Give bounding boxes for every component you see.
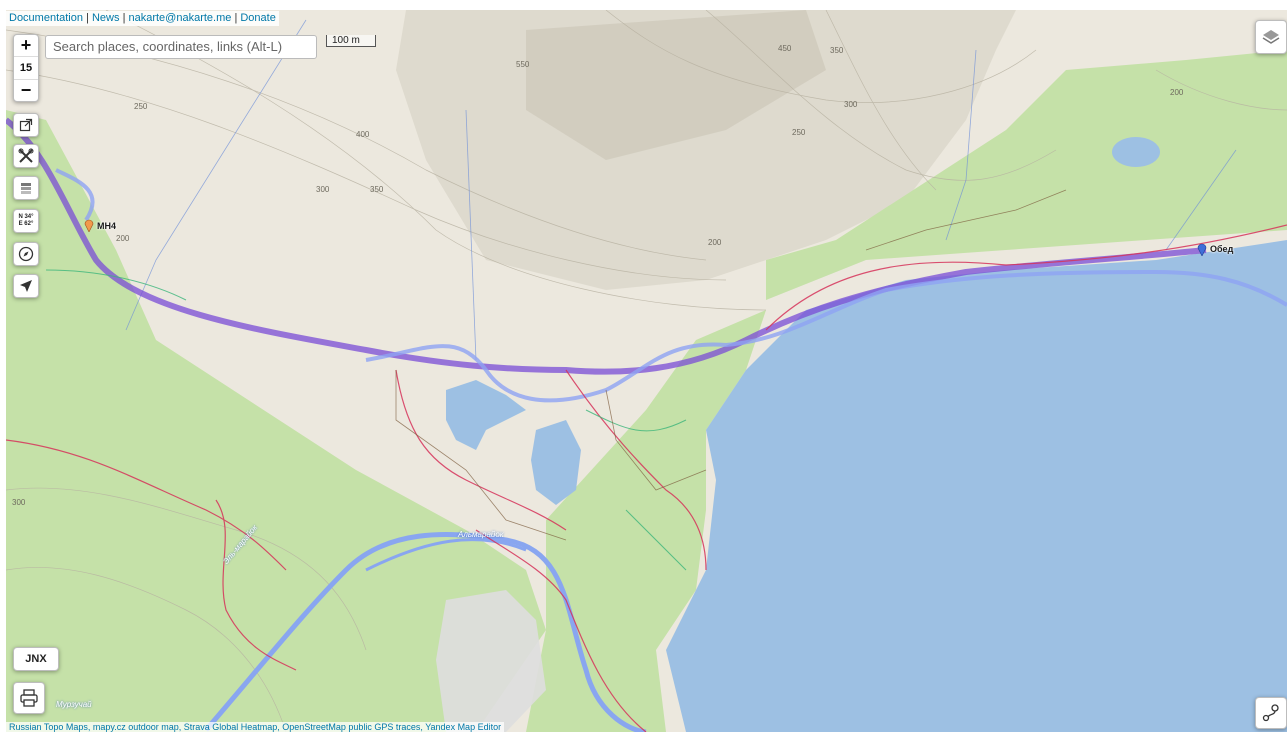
layer-stack-icon	[21, 183, 31, 194]
gps-traces	[6, 224, 1287, 732]
top-links-bar: Documentation | News | nakarte@nakarte.m…	[6, 11, 279, 26]
gravel-area	[436, 590, 546, 732]
compass-button[interactable]	[13, 242, 39, 266]
contour-label: 300	[12, 498, 26, 507]
scale-bar: 100 m	[326, 35, 376, 47]
route-button[interactable]	[1255, 697, 1287, 729]
heatmap-track	[6, 117, 1207, 375]
forest-right	[766, 50, 1287, 300]
contour-label: 300	[844, 100, 858, 109]
news-link[interactable]: News	[91, 12, 120, 24]
zoom-in-button[interactable]: +	[20, 35, 32, 56]
tools-icon	[18, 148, 34, 163]
zoom-level: 15	[14, 56, 38, 80]
contour-label: 200	[116, 234, 130, 243]
coords-lon: E 62°	[18, 221, 34, 227]
external-link-icon	[19, 118, 33, 132]
brown-paths	[395, 189, 1067, 541]
lake-3	[1112, 137, 1160, 167]
search-input[interactable]: Search places, coordinates, links (Alt-L…	[45, 35, 317, 59]
power-lines	[125, 19, 1237, 361]
lake-2	[531, 420, 581, 505]
donate-link[interactable]: Donate	[240, 12, 276, 24]
compass-icon	[18, 246, 34, 262]
contour-label: 200	[1170, 88, 1184, 97]
marker-label: МН4	[97, 221, 117, 231]
river-branch	[365, 538, 527, 572]
green-traces	[45, 269, 687, 571]
contour-label: 200	[708, 238, 722, 247]
marker-label: Обед	[1210, 244, 1234, 254]
river-label: Мурзучай	[56, 700, 92, 709]
map-drawing	[6, 10, 1287, 732]
sea	[666, 240, 1287, 732]
river-label: Альмарайок	[458, 530, 504, 539]
contour-label: 550	[516, 60, 530, 69]
locate-button[interactable]	[13, 274, 39, 298]
tools-button[interactable]	[13, 144, 39, 168]
zoom-out-button[interactable]: −	[20, 79, 32, 100]
contour-lines	[6, 10, 1287, 732]
contour-label: 350	[370, 185, 384, 194]
contour-label: 400	[356, 130, 370, 139]
route-icon	[1262, 704, 1279, 722]
map-canvas[interactable]: 250 400 300 350 200 550 450 350 300 250 …	[6, 10, 1287, 732]
locate-arrow-icon	[20, 280, 32, 292]
print-button[interactable]	[13, 682, 45, 714]
hillshade-dark	[526, 10, 826, 160]
contour-label: 300	[316, 185, 330, 194]
documentation-link[interactable]: Documentation	[9, 12, 83, 24]
lake-1	[446, 380, 526, 450]
layers-icon	[1262, 30, 1280, 44]
jnx-button[interactable]: JNX	[13, 647, 59, 671]
zoom-control: + 15 −	[13, 34, 39, 102]
contour-label: 250	[792, 128, 806, 137]
print-icon	[20, 689, 38, 707]
forest-left	[6, 110, 546, 732]
contour-label: 250	[134, 102, 148, 111]
coords-lat: N 34°	[18, 214, 34, 220]
external-link-button[interactable]	[13, 113, 39, 137]
attribution[interactable]: Russian Topo Maps, mapy.cz outdoor map, …	[6, 722, 505, 732]
coordinates-button[interactable]: N 34° E 62°	[13, 209, 39, 233]
forest-middle	[526, 310, 766, 732]
map-pin-icon	[1197, 243, 1207, 256]
marker-obed[interactable]	[1197, 242, 1207, 256]
blue-route	[55, 168, 1287, 403]
contour-label: 450	[778, 44, 792, 53]
layers-button[interactable]	[1255, 20, 1287, 54]
contour-label: 350	[830, 46, 844, 55]
marker-mn4[interactable]	[84, 218, 94, 232]
email-link[interactable]: nakarte@nakarte.me	[128, 12, 232, 24]
layer-stack-button[interactable]	[13, 176, 39, 200]
map-pin-icon	[84, 219, 94, 232]
